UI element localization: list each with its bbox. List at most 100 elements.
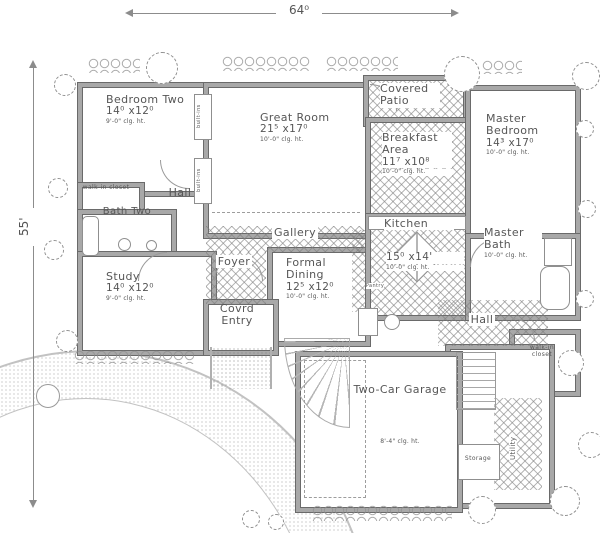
- room-dims: 21⁵ x17⁰: [260, 123, 308, 136]
- room-name: Hall: [468, 313, 496, 326]
- room-name: Utility: [509, 436, 517, 460]
- shrub-icon: [242, 510, 260, 528]
- room-dims: 11⁷ x10⁸: [382, 156, 452, 169]
- room-name: Formal Dining: [286, 256, 326, 282]
- room-master-bedroom: [466, 86, 580, 242]
- tree-icon: [578, 432, 600, 458]
- tree-icon: [572, 62, 600, 90]
- covered-patio-label: Covered Patio: [380, 82, 440, 108]
- room-dims: 15⁰ x14': [386, 251, 464, 264]
- study-label: Study 14⁰ x12⁰ 9'-0" clg. ht.: [106, 270, 178, 303]
- built-ins-niche: [194, 158, 212, 204]
- room-ceiling: 10'-0" clg. ht.: [484, 252, 542, 260]
- master-bath-label: Master Bath 10'-0" clg. ht.: [484, 226, 542, 260]
- built-ins-label: built-ins: [196, 96, 203, 136]
- tree-icon: [558, 350, 584, 376]
- room-name: Breakfast Area: [382, 131, 452, 157]
- room-ceiling: 10'-0" clg. ht.: [386, 264, 464, 272]
- powder-vanity-shape: [358, 308, 378, 336]
- hedge-row: [326, 56, 398, 71]
- room-ceiling: 10'-0" clg. ht.: [260, 136, 304, 144]
- utility-label: Utility: [509, 416, 518, 480]
- dimension-arrow-up: [29, 56, 37, 68]
- shrub-icon: [48, 178, 68, 198]
- kitchen-dims-label: 15⁰ x14' 10'-0" clg. ht.: [386, 251, 464, 272]
- toilet-shape: [118, 238, 131, 251]
- room-name: Kitchen: [384, 217, 454, 231]
- shrub-icon: [576, 120, 594, 138]
- storage-label: Storage: [458, 455, 498, 463]
- dimension-arrow-down: [29, 500, 37, 512]
- zone-gallery-kitchen-connector: [352, 230, 366, 312]
- powder-sink-shape: [384, 314, 400, 330]
- room-name: Foyer: [215, 255, 253, 268]
- hall-left-label: Hall: [158, 186, 202, 199]
- shrub-icon: [56, 330, 78, 352]
- room-dims: 14³ x17⁰: [486, 136, 534, 149]
- room-name: Study: [106, 270, 140, 283]
- room-ceiling: 10'-0" clg. ht.: [286, 293, 330, 301]
- bathtub-shape: [82, 216, 99, 256]
- shower-shape: [544, 238, 572, 266]
- hedge-row: [88, 58, 140, 73]
- room-dims: 14⁰ x12⁰: [106, 282, 154, 295]
- room-name: Covrd Entry: [219, 302, 255, 328]
- room-great-room: [204, 83, 374, 238]
- ceiling-break-line: [212, 212, 360, 213]
- shrub-icon: [44, 240, 64, 260]
- staircase: [456, 352, 496, 410]
- tree-icon: [468, 496, 496, 524]
- hedge-row: [74, 350, 194, 364]
- zone-entry-walk: [210, 347, 272, 389]
- room-name: Hall: [168, 186, 192, 199]
- room-name: Gallery: [272, 226, 318, 239]
- garage-label: Two-Car Garage: [340, 383, 460, 396]
- sink-shape: [146, 240, 157, 251]
- dimension-arrow-left: [121, 9, 133, 17]
- tree-circle-icon: [36, 384, 60, 408]
- bedroom-two-label: Bedroom Two 14⁰ x12⁰ 9'-0" clg. ht.: [106, 93, 190, 126]
- room-dims: 12⁵ x12⁰: [286, 280, 334, 293]
- built-ins-niche: [194, 94, 212, 140]
- pantry-label: Pantry: [358, 283, 392, 290]
- room-name: Bath Two: [102, 206, 152, 217]
- great-room-label: Great Room 21⁵ x17⁰ 10'-0" clg. ht.: [260, 111, 332, 144]
- room-name: walk-in closet: [82, 184, 130, 191]
- room-name: Master Bath: [484, 226, 542, 252]
- room-bedroom-two: [78, 83, 216, 196]
- room-name: Master Bedroom: [486, 112, 539, 138]
- room-name: Bedroom Two: [106, 93, 185, 106]
- walkin-closet-left-label: walk-in closet: [80, 184, 132, 192]
- room-ceiling: 9'-0" clg. ht.: [106, 118, 146, 126]
- hall-right-label: Hall: [460, 313, 504, 326]
- width-dimension-label: 64⁰: [276, 3, 322, 17]
- master-bedroom-label: Master Bedroom 14³ x17⁰ 10'-0" clg. ht.: [486, 112, 570, 157]
- label-text: built-ins: [196, 168, 202, 192]
- tree-icon: [550, 486, 580, 516]
- hedge-row: [222, 56, 310, 71]
- shrub-icon: [54, 74, 76, 96]
- covered-entry-label: Covrd Entry: [206, 302, 268, 328]
- room-name: Two-Car Garage: [353, 383, 447, 396]
- formal-dining-label: Formal Dining 12⁵ x12⁰ 10'-0" clg. ht.: [286, 256, 352, 301]
- zone-utility: [494, 398, 542, 490]
- gallery-label: Gallery: [262, 226, 328, 239]
- hedge-row: [482, 60, 522, 74]
- master-bathtub-shape: [540, 266, 570, 310]
- built-ins-label: built-ins: [196, 160, 203, 200]
- room-ceiling: 9'-0" clg. ht.: [106, 295, 146, 303]
- left-dimension-line: [33, 62, 34, 502]
- room-name: Storage: [464, 455, 492, 462]
- shrub-icon: [576, 290, 594, 308]
- tree-icon: [444, 56, 480, 92]
- kitchen-label: Kitchen: [384, 217, 454, 231]
- room-ceiling: 10'-0" clg. ht.: [486, 149, 530, 157]
- room-ceiling: 10'-0" clg. ht.: [382, 169, 452, 177]
- tree-icon: [146, 52, 178, 84]
- room-name: walk-in closet: [529, 344, 555, 358]
- walkin-closet-right-label: walk-in closet: [520, 344, 564, 359]
- bath-two-label: Bath Two: [98, 206, 156, 217]
- height-dimension-label: 55': [14, 208, 34, 246]
- room-dims: 14⁰ x12⁰: [106, 105, 154, 118]
